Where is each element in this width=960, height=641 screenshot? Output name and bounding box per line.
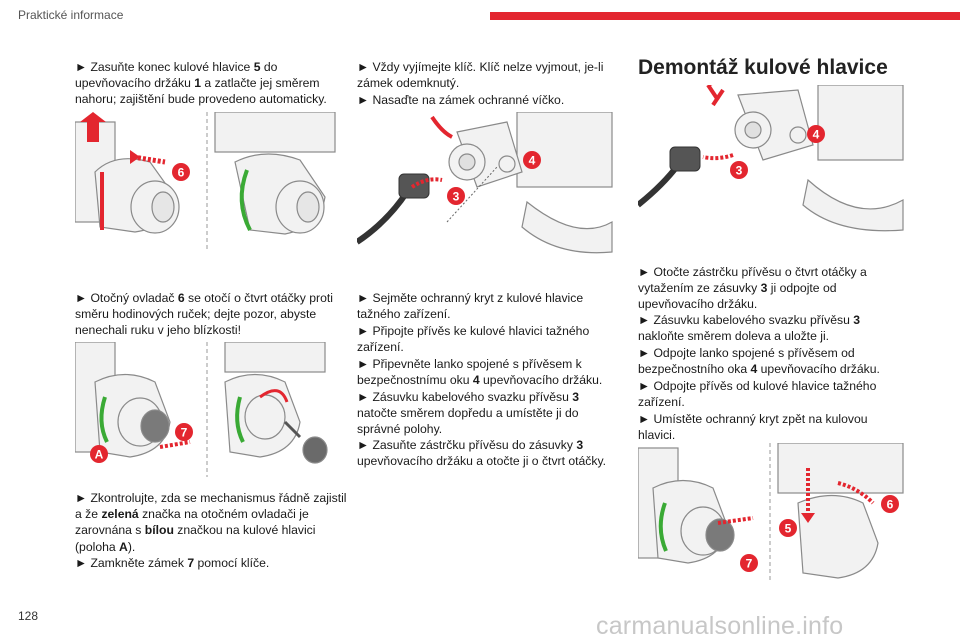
section-title: Praktické informace <box>18 8 124 22</box>
callout-6-col3: 6 <box>881 495 899 513</box>
figure-socket-disconnect <box>638 85 904 232</box>
col3-step-4: ► Odpojte přívěs od kulové hlavice tažné… <box>638 379 877 410</box>
col3-step-5: ► Umístěte ochranný kryt zpět na kulovou… <box>638 412 868 443</box>
callout-6: 6 <box>172 163 190 181</box>
col2-step-6: ► Zásuvku kabelového svazku přívěsu 3 na… <box>357 390 580 437</box>
callout-3-col2: 3 <box>447 187 465 205</box>
callout-7-col3-text: 7 <box>746 557 753 571</box>
col2-step-3: ► Sejměte ochranný kryt z kulové hlavice… <box>357 291 584 322</box>
callout-4-col3-text: 4 <box>813 128 820 142</box>
callout-6-col3-text: 6 <box>887 498 894 512</box>
col2-step-2: ► Nasaďte na zámek ochranné víčko. <box>357 93 565 107</box>
callout-5-col3-text: 5 <box>785 522 792 536</box>
callout-7-text: 7 <box>181 426 188 440</box>
callout-4-col2: 4 <box>523 151 541 169</box>
page-number: 128 <box>18 609 39 623</box>
callout-4-col3: 4 <box>807 125 825 143</box>
callout-5-col3: 5 <box>779 519 797 537</box>
col2-step-4: ► Připojte přívěs ke kulové hlavici tažn… <box>357 324 590 355</box>
col3-step-2: ► Zásuvku kabelového svazku přívěsu 3 na… <box>638 313 861 344</box>
section-heading: Demontáž kulové hlavice <box>638 56 888 79</box>
col3-step-1: ► Otočte zástrčku přívěsu o čtvrt otáčky… <box>638 265 867 312</box>
figure-ball-insert <box>75 112 336 252</box>
col1-step-3: ► Zkontrolujte, zda se mechanismus řádně… <box>75 491 347 554</box>
callout-7-col3: 7 <box>740 554 758 572</box>
col2-step-7: ► Zasuňte zástrčku přívěsu do zásuvky 3 … <box>357 438 607 469</box>
callout-3-col3: 3 <box>730 161 748 179</box>
col1-step-1: ► Zasuňte konec kulové hlavice 5 do upev… <box>75 60 327 107</box>
callout-4-col2-text: 4 <box>529 154 536 168</box>
callout-7: 7 <box>175 423 193 441</box>
header-accent-bar <box>490 12 960 20</box>
callout-3-col2-text: 3 <box>453 190 460 204</box>
col1-step-4: ► Zamkněte zámek 7 pomocí klíče. <box>75 556 270 570</box>
col1-step-2: ► Otočný ovladač 6 se otočí o čtvrt otáč… <box>75 291 333 338</box>
col3-step-3: ► Odpojte lanko spojené s přívěsem od be… <box>638 346 880 377</box>
figure-lock-key <box>75 342 328 477</box>
col2-step-1: ► Vždy vyjímejte klíč. Klíč nelze vyjmou… <box>357 60 604 91</box>
callout-A-text: A <box>95 448 104 462</box>
callout-6-text: 6 <box>178 166 185 180</box>
figure-ball-remove <box>638 443 904 583</box>
callout-3-col3-text: 3 <box>736 164 743 178</box>
figure-socket-connect <box>357 112 613 254</box>
watermark: carmanualsonline.info <box>596 612 844 640</box>
col2-step-5: ► Připevněte lanko spojené s přívěsem k … <box>357 357 603 388</box>
callout-A: A <box>90 445 108 463</box>
